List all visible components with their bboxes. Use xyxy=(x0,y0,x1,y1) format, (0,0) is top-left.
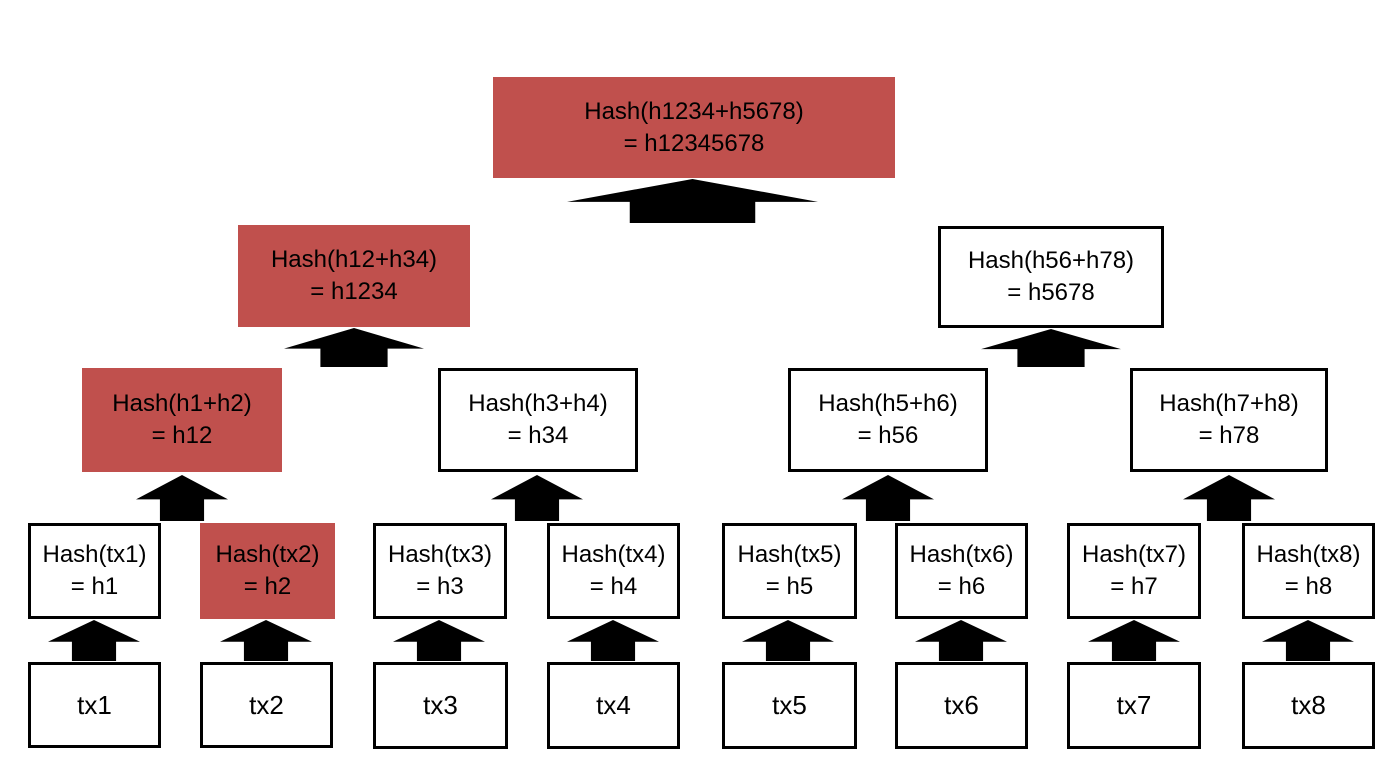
node-label-line2: = h34 xyxy=(507,422,569,449)
node-label-line1: Hash(tx6) xyxy=(909,541,1014,569)
arrow-up-to-h1234-icon xyxy=(284,328,424,367)
node-h12: Hash(h1+h2) = h12 xyxy=(82,368,282,472)
arrow-up-to-h12-icon xyxy=(136,475,228,521)
node-label-line2: = h3 xyxy=(416,573,464,600)
tx-box-tx4: tx4 xyxy=(547,662,680,749)
node-label-line1: Hash(h1+h2) xyxy=(112,390,252,418)
tx-box-tx8: tx8 xyxy=(1242,662,1375,749)
node-label-line2: = h7 xyxy=(1110,573,1158,600)
node-label-line2: = h5 xyxy=(765,573,814,600)
node-label-line1: Hash(h12+h34) xyxy=(270,246,438,274)
node-label-line2: = h1 xyxy=(70,573,119,600)
node-label-line1: Hash(h5+h6) xyxy=(818,390,958,418)
tx-label: tx2 xyxy=(249,689,284,720)
arrow-up-tx1-icon xyxy=(48,620,140,661)
leaf-hash-h4: Hash(tx4) = h4 xyxy=(547,523,680,619)
node-h34: Hash(h3+h4) = h34 xyxy=(438,368,638,472)
arrow-up-to-h34-icon xyxy=(491,475,583,521)
node-label-line2: = h8 xyxy=(1284,573,1333,600)
node-label-line2: = h4 xyxy=(589,573,638,600)
leaf-hash-h7: Hash(tx7) = h7 xyxy=(1067,523,1201,619)
leaf-hash-h3: Hash(tx3) = h3 xyxy=(373,523,507,619)
arrow-up-tx4-icon xyxy=(567,620,659,661)
node-label-line1: Hash(tx7) xyxy=(1081,541,1187,569)
node-label-line1: Hash(h1234+h5678) xyxy=(584,97,804,125)
node-label-line1: Hash(h3+h4) xyxy=(468,390,608,418)
tx-label: tx8 xyxy=(1291,690,1326,721)
node-label-line1: Hash(h56+h78) xyxy=(967,247,1135,275)
tx-label: tx6 xyxy=(944,690,979,721)
leaf-hash-h8: Hash(tx8) = h8 xyxy=(1242,523,1375,619)
node-label-line2: = h6 xyxy=(937,573,986,600)
arrow-up-tx5-icon xyxy=(742,620,834,661)
node-label-line1: Hash(tx5) xyxy=(737,541,842,569)
node-label-line2: = h5678 xyxy=(1007,279,1095,306)
node-label-line2: = h56 xyxy=(857,422,919,449)
arrow-up-to-root-icon xyxy=(567,179,818,223)
leaf-hash-h6: Hash(tx6) = h6 xyxy=(895,523,1028,619)
node-label-line1: Hash(tx3) xyxy=(387,541,493,569)
tx-box-tx1: tx1 xyxy=(28,662,161,748)
leaf-hash-h2: Hash(tx2) = h2 xyxy=(200,523,335,619)
node-label-line2: = h1234 xyxy=(310,278,398,305)
arrow-up-to-h56-icon xyxy=(842,475,934,521)
tx-box-tx7: tx7 xyxy=(1067,662,1201,749)
tx-box-tx3: tx3 xyxy=(373,662,508,749)
tx-label: tx4 xyxy=(596,690,631,721)
tx-label: tx5 xyxy=(772,690,807,721)
tx-label: tx1 xyxy=(77,689,112,720)
node-label-line1: Hash(tx4) xyxy=(561,541,666,569)
tx-label: tx7 xyxy=(1116,690,1152,721)
tx-box-tx6: tx6 xyxy=(895,662,1028,749)
node-h5678: Hash(h56+h78) = h5678 xyxy=(938,226,1164,328)
tx-box-tx2: tx2 xyxy=(200,662,333,748)
node-label-line2: = h12 xyxy=(151,422,213,449)
leaf-hash-h5: Hash(tx5) = h5 xyxy=(722,523,857,619)
arrow-up-to-h5678-icon xyxy=(981,329,1121,367)
arrow-up-tx6-icon xyxy=(915,620,1007,661)
node-label-line1: Hash(h7+h8) xyxy=(1159,390,1299,418)
arrow-up-tx7-icon xyxy=(1088,620,1180,661)
node-label-line2: = h78 xyxy=(1198,422,1260,449)
arrow-up-to-h78-icon xyxy=(1183,475,1275,521)
arrow-up-tx2-icon xyxy=(220,620,312,661)
node-label-line1: Hash(tx8) xyxy=(1256,541,1361,569)
merkle-root-node: Hash(h1234+h5678) = h12345678 xyxy=(493,77,895,178)
node-label-line2: = h12345678 xyxy=(623,129,765,157)
tx-label: tx3 xyxy=(423,690,458,721)
arrow-up-tx3-icon xyxy=(393,620,485,661)
node-label-line2: = h2 xyxy=(243,573,292,600)
node-h1234: Hash(h12+h34) = h1234 xyxy=(238,225,470,327)
tx-box-tx5: tx5 xyxy=(722,662,857,749)
leaf-hash-h1: Hash(tx1) = h1 xyxy=(28,523,161,619)
arrow-up-tx8-icon xyxy=(1262,620,1354,661)
node-h78: Hash(h7+h8) = h78 xyxy=(1130,368,1328,472)
node-label-line1: Hash(tx1) xyxy=(42,541,147,569)
node-label-line1: Hash(tx2) xyxy=(215,541,320,569)
node-h56: Hash(h5+h6) = h56 xyxy=(788,368,988,472)
